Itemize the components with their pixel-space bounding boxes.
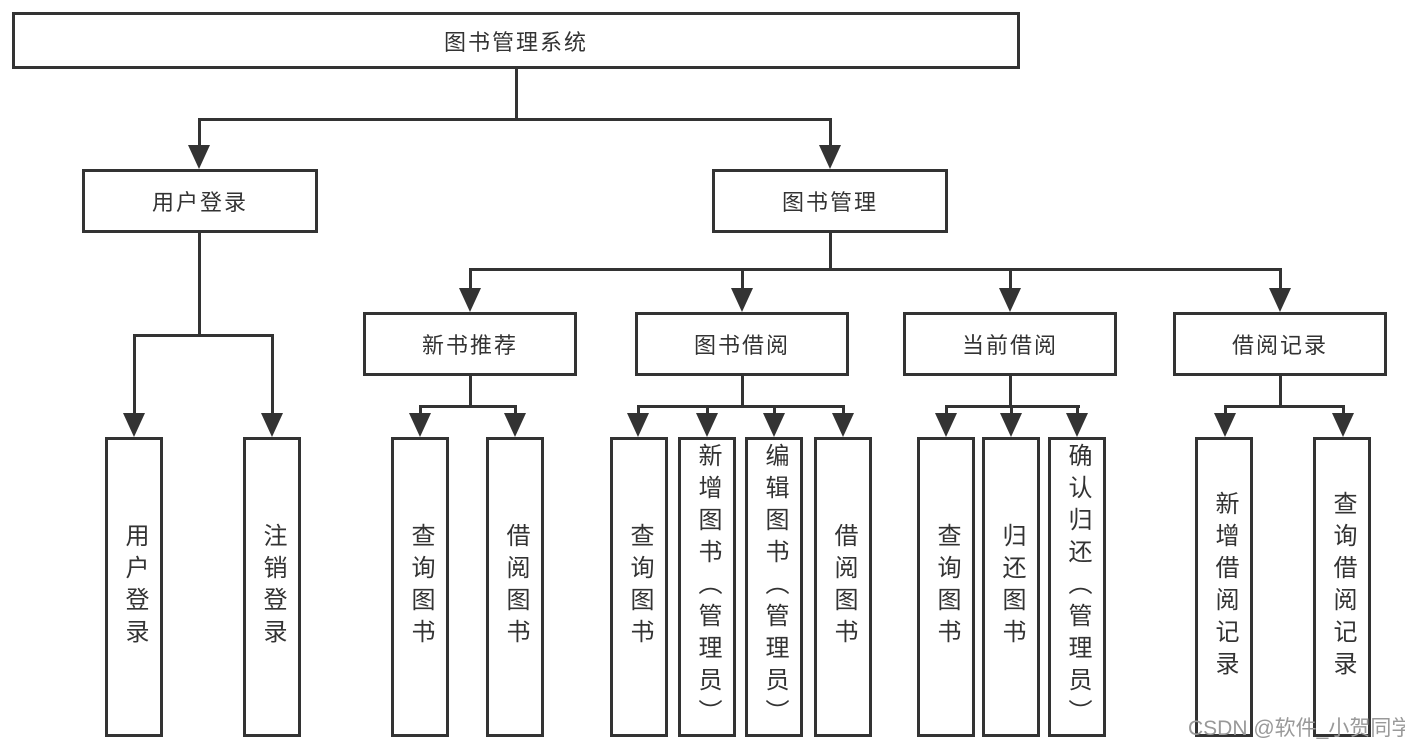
arrow-down-icon — [999, 288, 1021, 312]
watermark-text: CSDN @软件_小贺同学 — [1188, 717, 1405, 740]
arrow-down-icon — [459, 288, 481, 312]
connector-hline — [419, 405, 517, 408]
leaf-borrow-books-recommend: 借阅图书 — [486, 437, 544, 737]
connector-vline — [1279, 268, 1282, 290]
connector-vline — [842, 405, 845, 417]
connector-vline — [773, 405, 776, 417]
leaf-query-borrow-record: 查询借阅记录 — [1313, 437, 1371, 737]
arrow-down-icon — [1066, 413, 1088, 437]
node-book-management: 图书管理 — [712, 169, 948, 233]
leaf-user-login: 用户登录 — [105, 437, 163, 737]
arrow-down-icon — [1000, 413, 1022, 437]
node-user-login: 用户登录 — [82, 169, 318, 233]
node-new-book-recommendation-label: 新书推荐 — [421, 333, 518, 358]
leaf-query-books-borrowing: 查询图书 — [610, 437, 668, 737]
leaf-borrow-books-borrowing: 借阅图书 — [814, 437, 872, 737]
node-user-login-label: 用户登录 — [151, 190, 248, 215]
connector-hline — [1224, 405, 1345, 408]
connector-vline — [1010, 405, 1013, 417]
leaf-edit-books-admin: 编辑图书（管理员） — [745, 437, 803, 737]
connector-vline — [829, 232, 832, 270]
leaf-confirm-return-admin: 确认归还（管理员） — [1048, 437, 1106, 737]
connector-vline — [1009, 374, 1012, 408]
connector-hline — [637, 405, 845, 408]
node-borrowing-records: 借阅记录 — [1173, 312, 1387, 376]
arrow-down-icon — [763, 413, 785, 437]
leaf-query-borrow-record-label: 查询借阅记录 — [1329, 491, 1356, 683]
leaf-add-borrow-record-label: 新增借阅记录 — [1211, 491, 1238, 683]
leaf-borrow-books-recommend-label: 借阅图书 — [502, 523, 529, 651]
connector-vline — [706, 405, 709, 417]
leaf-add-books-admin-label: 新增图书（管理员） — [694, 443, 721, 731]
connector-vline — [133, 334, 136, 416]
connector-vline — [1342, 405, 1345, 417]
connector-vline — [514, 405, 517, 417]
connector-vline — [271, 334, 274, 416]
leaf-query-books-borrowing-label: 查询图书 — [626, 523, 653, 651]
leaf-edit-books-admin-label: 编辑图书（管理员） — [761, 443, 788, 731]
arrow-down-icon — [504, 413, 526, 437]
node-book-management-label: 图书管理 — [781, 190, 878, 215]
leaf-user-login-label: 用户登录 — [121, 523, 148, 651]
arrow-down-icon — [409, 413, 431, 437]
leaf-logout-login: 注销登录 — [243, 437, 301, 737]
connector-vline — [1076, 405, 1079, 417]
leaf-query-books-current: 查询图书 — [917, 437, 975, 737]
connector-vline — [945, 405, 948, 417]
arrow-down-icon — [832, 413, 854, 437]
connector-vline — [419, 405, 422, 417]
node-library-system: 图书管理系统 — [12, 12, 1020, 69]
connector-vline — [198, 118, 201, 147]
connector-hline — [198, 118, 832, 121]
node-current-borrowing-label: 当前借阅 — [961, 333, 1058, 358]
connector-vline — [1279, 374, 1282, 408]
connector-vline — [741, 374, 744, 408]
leaf-query-books-recommend-label: 查询图书 — [407, 523, 434, 651]
leaf-logout-login-label: 注销登录 — [259, 523, 286, 651]
leaf-borrow-books-borrowing-label: 借阅图书 — [830, 523, 857, 651]
node-library-system-label: 图书管理系统 — [443, 29, 588, 55]
arrow-down-icon — [123, 413, 145, 437]
leaf-query-books-recommend: 查询图书 — [391, 437, 449, 737]
leaf-add-borrow-record: 新增借阅记录 — [1195, 437, 1253, 737]
arrow-down-icon — [819, 145, 841, 169]
arrow-down-icon — [731, 288, 753, 312]
leaf-return-books-label: 归还图书 — [998, 523, 1025, 651]
node-book-borrowing: 图书借阅 — [635, 312, 849, 376]
arrow-down-icon — [188, 145, 210, 169]
connector-vline — [198, 232, 201, 336]
connector-vline — [515, 68, 518, 121]
connector-vline — [741, 268, 744, 290]
connector-vline — [829, 118, 832, 147]
connector-vline — [1224, 405, 1227, 417]
arrow-down-icon — [261, 413, 283, 437]
arrow-down-icon — [935, 413, 957, 437]
node-borrowing-records-label: 借阅记录 — [1231, 333, 1328, 358]
connector-vline — [1009, 268, 1012, 290]
node-new-book-recommendation: 新书推荐 — [363, 312, 577, 376]
connector-vline — [469, 268, 472, 290]
arrow-down-icon — [1214, 413, 1236, 437]
connector-vline — [637, 405, 640, 417]
arrow-down-icon — [1332, 413, 1354, 437]
leaf-confirm-return-admin-label: 确认归还（管理员） — [1064, 443, 1091, 731]
node-book-borrowing-label: 图书借阅 — [693, 333, 790, 358]
node-current-borrowing: 当前借阅 — [903, 312, 1117, 376]
connector-hline — [469, 268, 1282, 271]
leaf-add-books-admin: 新增图书（管理员） — [678, 437, 736, 737]
connector-hline — [133, 334, 274, 337]
arrow-down-icon — [627, 413, 649, 437]
leaf-return-books: 归还图书 — [982, 437, 1040, 737]
arrow-down-icon — [696, 413, 718, 437]
leaf-query-books-current-label: 查询图书 — [933, 523, 960, 651]
arrow-down-icon — [1269, 288, 1291, 312]
connector-vline — [469, 374, 472, 408]
